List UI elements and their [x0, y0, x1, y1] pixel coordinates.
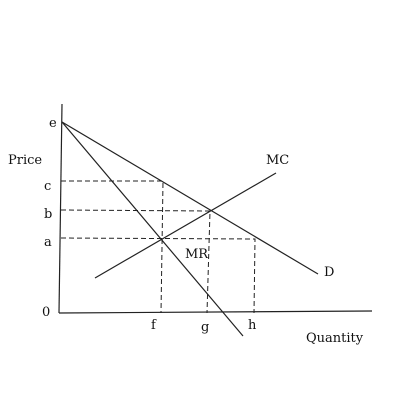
- demand-curve: [61, 121, 319, 275]
- origin-label: 0: [42, 305, 50, 320]
- marginal-cost-curve: [94, 172, 277, 279]
- quantity-label-g: g: [201, 320, 209, 335]
- y-axis: [58, 103, 63, 314]
- y-axis-label: Price: [8, 153, 42, 168]
- price-label-e: e: [49, 116, 57, 131]
- guide-a-h: [60, 237, 256, 314]
- price-label-a: a: [44, 235, 52, 250]
- mr-label: MR: [185, 247, 209, 262]
- guide-b-g: [60, 209, 211, 314]
- quantity-label-h: h: [248, 318, 257, 333]
- x-axis: [58, 310, 373, 314]
- mc-label: MC: [266, 153, 289, 168]
- quantity-label-f: f: [151, 318, 157, 333]
- price-label-b: b: [44, 207, 52, 222]
- x-axis-label: Quantity: [306, 331, 364, 346]
- d-label: D: [324, 265, 334, 280]
- marginal-revenue-curve: [61, 121, 244, 337]
- price-label-c: c: [44, 179, 51, 194]
- guide-c-f: [61, 180, 164, 314]
